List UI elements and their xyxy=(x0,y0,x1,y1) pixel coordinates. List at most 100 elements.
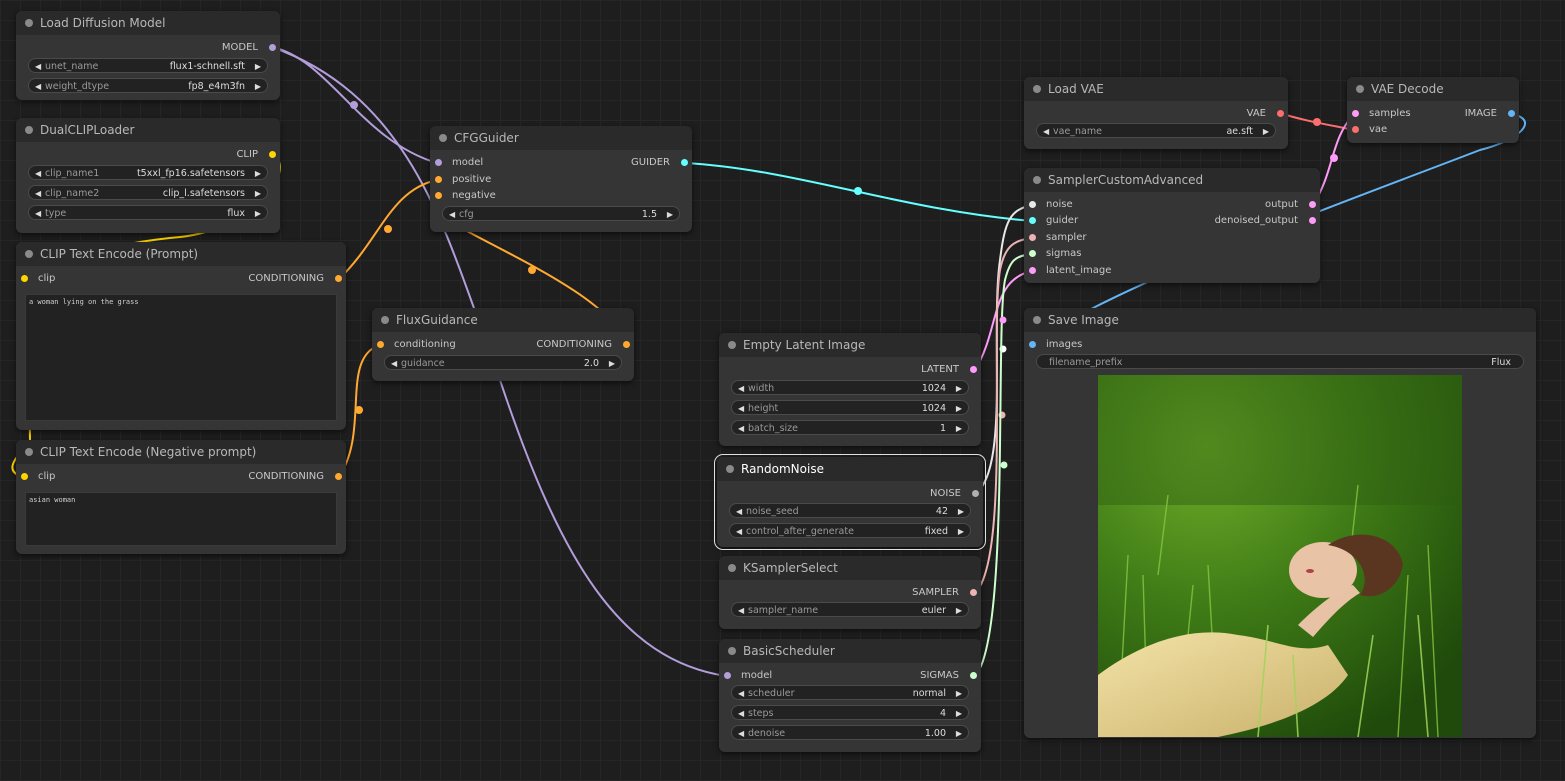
input-noise[interactable]: noise xyxy=(1024,197,1073,213)
sampler-output-dot-icon[interactable] xyxy=(970,589,977,596)
control-after-generate-widget[interactable]: ◀ control_after_generate fixed ▶ xyxy=(729,523,971,538)
input-positive[interactable]: positive xyxy=(430,172,491,188)
collapse-dot-icon[interactable] xyxy=(25,448,33,456)
node-title[interactable]: Empty Latent Image xyxy=(719,333,981,357)
node-load-diffusion-model[interactable]: Load Diffusion Model MODEL ◀ unet_name f… xyxy=(16,11,280,100)
clip-name2-widget[interactable]: ◀ clip_name2 clip_l.safetensors ▶ xyxy=(28,185,268,200)
clip-input-dot-icon[interactable] xyxy=(21,473,28,480)
node-vae-decode[interactable]: VAE Decode samples vae IMAGE xyxy=(1347,77,1519,143)
input-clip[interactable]: clip xyxy=(16,271,55,287)
node-title[interactable]: Load Diffusion Model xyxy=(16,11,280,35)
input-vae[interactable]: vae xyxy=(1347,122,1387,138)
output-model[interactable]: MODEL xyxy=(222,40,280,56)
model-input-dot-icon[interactable] xyxy=(724,672,731,679)
sampler-input-dot-icon[interactable] xyxy=(1029,234,1036,241)
collapse-dot-icon[interactable] xyxy=(728,341,736,349)
conditioning-output-dot-icon[interactable] xyxy=(335,473,342,480)
input-model[interactable]: model xyxy=(719,668,772,684)
vae-output-dot-icon[interactable] xyxy=(1277,110,1284,117)
input-negative[interactable]: negative xyxy=(430,188,496,204)
cfg-widget[interactable]: ◀ cfg 1.5 ▶ xyxy=(442,206,680,221)
node-title[interactable]: DualCLIPLoader xyxy=(16,118,280,142)
arrow-right-icon[interactable]: ▶ xyxy=(955,709,962,718)
unet-name-widget[interactable]: ◀ unet_name flux1-schnell.sft ▶ xyxy=(28,58,268,73)
vae-input-dot-icon[interactable] xyxy=(1352,126,1359,133)
output-denoised[interactable]: denoised_output xyxy=(1215,213,1320,229)
arrow-left-icon[interactable]: ◀ xyxy=(1043,127,1050,136)
node-save-image[interactable]: Save Image images filename_prefix Flux xyxy=(1024,308,1536,738)
output-vae[interactable]: VAE xyxy=(1247,106,1288,122)
images-input-dot-icon[interactable] xyxy=(1029,341,1036,348)
model-output-dot-icon[interactable] xyxy=(269,44,276,51)
node-clip-text-encode-positive[interactable]: CLIP Text Encode (Prompt) clip CONDITION… xyxy=(16,242,346,430)
clip-name1-widget[interactable]: ◀ clip_name1 t5xxl_fp16.safetensors ▶ xyxy=(28,165,268,180)
arrow-right-icon[interactable]: ▶ xyxy=(666,210,673,219)
arrow-left-icon[interactable]: ◀ xyxy=(738,729,745,738)
conditioning-output-dot-icon[interactable] xyxy=(623,341,630,348)
collapse-dot-icon[interactable] xyxy=(1033,176,1041,184)
input-latent-image[interactable]: latent_image xyxy=(1024,263,1111,279)
arrow-right-icon[interactable]: ▶ xyxy=(957,527,964,536)
node-flux-guidance[interactable]: FluxGuidance conditioning CONDITIONING ◀… xyxy=(372,308,634,381)
arrow-left-icon[interactable]: ◀ xyxy=(738,404,745,413)
collapse-dot-icon[interactable] xyxy=(728,564,736,572)
clip-output-dot-icon[interactable] xyxy=(269,151,276,158)
input-samples[interactable]: samples xyxy=(1347,106,1411,122)
conditioning-input-dot-icon[interactable] xyxy=(377,341,384,348)
collapse-dot-icon[interactable] xyxy=(1033,316,1041,324)
clip-input-dot-icon[interactable] xyxy=(21,275,28,282)
arrow-right-icon[interactable]: ▶ xyxy=(955,404,962,413)
steps-widget[interactable]: ◀ steps 4 ▶ xyxy=(731,705,969,720)
arrow-left-icon[interactable]: ◀ xyxy=(35,82,42,91)
output-guider[interactable]: GUIDER xyxy=(631,155,692,171)
arrow-right-icon[interactable]: ▶ xyxy=(955,606,962,615)
input-sampler[interactable]: sampler xyxy=(1024,230,1086,246)
node-dual-clip-loader[interactable]: DualCLIPLoader CLIP ◀ clip_name1 t5xxl_f… xyxy=(16,118,280,233)
input-clip[interactable]: clip xyxy=(16,469,55,485)
arrow-left-icon[interactable]: ◀ xyxy=(738,606,745,615)
node-clip-text-encode-negative[interactable]: CLIP Text Encode (Negative prompt) clip … xyxy=(16,440,346,554)
node-basic-scheduler[interactable]: BasicScheduler model SIGMAS ◀ scheduler … xyxy=(719,639,981,752)
output-image[interactable]: IMAGE xyxy=(1465,106,1519,122)
sigmas-output-dot-icon[interactable] xyxy=(970,672,977,679)
node-sampler-custom-advanced[interactable]: SamplerCustomAdvanced noise guider sampl… xyxy=(1024,168,1320,283)
arrow-right-icon[interactable]: ▶ xyxy=(254,82,261,91)
arrow-left-icon[interactable]: ◀ xyxy=(35,62,42,71)
node-title[interactable]: Load VAE xyxy=(1024,77,1288,101)
output-conditioning[interactable]: CONDITIONING xyxy=(248,271,346,287)
node-title[interactable]: SamplerCustomAdvanced xyxy=(1024,168,1320,192)
arrow-right-icon[interactable]: ▶ xyxy=(254,209,261,218)
guidance-widget[interactable]: ◀ guidance 2.0 ▶ xyxy=(384,355,622,370)
node-empty-latent-image[interactable]: Empty Latent Image LATENT ◀ width 1024 ▶… xyxy=(719,333,981,446)
arrow-right-icon[interactable]: ▶ xyxy=(608,359,615,368)
arrow-left-icon[interactable]: ◀ xyxy=(738,384,745,393)
scheduler-widget[interactable]: ◀ scheduler normal ▶ xyxy=(731,685,969,700)
prompt-textarea[interactable]: a woman lying on the grass xyxy=(25,294,337,421)
input-guider[interactable]: guider xyxy=(1024,213,1078,229)
arrow-right-icon[interactable]: ▶ xyxy=(254,169,261,178)
collapse-dot-icon[interactable] xyxy=(726,465,734,473)
arrow-right-icon[interactable]: ▶ xyxy=(955,384,962,393)
arrow-right-icon[interactable]: ▶ xyxy=(254,189,261,198)
arrow-left-icon[interactable]: ◀ xyxy=(391,359,398,368)
collapse-dot-icon[interactable] xyxy=(728,647,736,655)
output-output[interactable]: output xyxy=(1265,197,1320,213)
node-load-vae[interactable]: Load VAE VAE ◀ vae_name ae.sft ▶ xyxy=(1024,77,1288,149)
collapse-dot-icon[interactable] xyxy=(381,316,389,324)
positive-input-dot-icon[interactable] xyxy=(435,176,442,183)
output-noise[interactable]: NOISE xyxy=(930,486,983,502)
node-title[interactable]: BasicScheduler xyxy=(719,639,981,663)
negative-prompt-textarea[interactable]: asian woman xyxy=(25,492,337,546)
conditioning-output-dot-icon[interactable] xyxy=(335,275,342,282)
noise-input-dot-icon[interactable] xyxy=(1029,201,1036,208)
node-title[interactable]: CFGGuider xyxy=(430,126,692,150)
image-output-dot-icon[interactable] xyxy=(1508,110,1515,117)
width-widget[interactable]: ◀ width 1024 ▶ xyxy=(731,380,969,395)
node-title[interactable]: KSamplerSelect xyxy=(719,556,981,580)
arrow-right-icon[interactable]: ▶ xyxy=(254,62,261,71)
latent-input-dot-icon[interactable] xyxy=(1029,267,1036,274)
node-title[interactable]: VAE Decode xyxy=(1347,77,1519,101)
samples-input-dot-icon[interactable] xyxy=(1352,110,1359,117)
output-clip[interactable]: CLIP xyxy=(236,147,280,163)
arrow-right-icon[interactable]: ▶ xyxy=(1262,127,1269,136)
